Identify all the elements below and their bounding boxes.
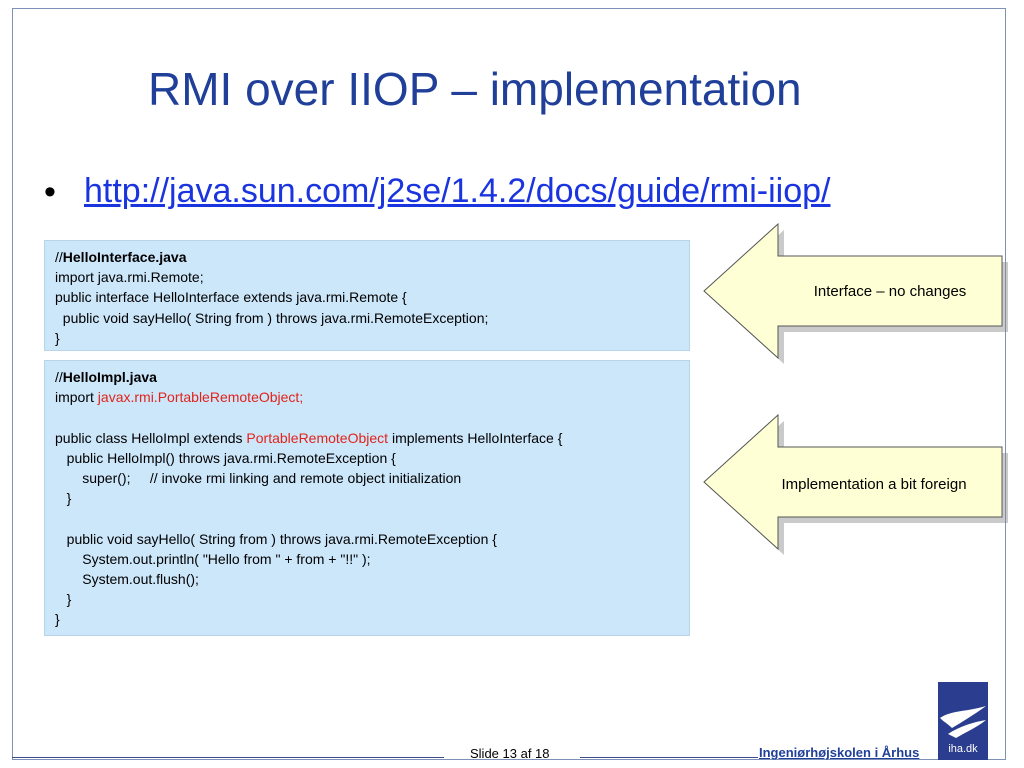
hello-impl-code-block: //HelloImpl.java import javax.rmi.Portab… — [44, 360, 690, 636]
code-line: public interface HelloInterface extends … — [55, 289, 407, 306]
bullet-dot-icon: • — [44, 172, 56, 211]
code-line: public void sayHello( String from ) thro… — [55, 530, 497, 547]
code-line: //HelloImpl.java — [55, 367, 689, 387]
filename-label: HelloInterface.java — [62, 249, 187, 265]
school-name: Ingeniørhøjskolen i Århus — [759, 745, 920, 760]
code-line: } — [55, 591, 72, 608]
import-keyword: import — [55, 389, 98, 406]
implementation-callout-arrow — [703, 413, 1008, 555]
code-line: public HelloImpl() throws java.rmi.Remot… — [55, 449, 396, 466]
comment-prefix: // — [55, 369, 63, 385]
slide-frame — [12, 8, 1006, 760]
interface-callout-arrow — [703, 222, 1008, 364]
code-line: } — [55, 611, 60, 628]
class-decl-prefix: public class HelloImpl extends — [55, 429, 247, 446]
code-line: } — [55, 329, 60, 346]
class-decl-suffix: implements HelloInterface { — [388, 429, 563, 446]
logo-text: iha.dk — [948, 743, 978, 755]
hello-interface-code-block: //HelloInterface.java import java.rmi.Re… — [44, 240, 690, 351]
footer-line-left — [12, 757, 444, 758]
slide-title: RMI over IIOP – implementation — [148, 63, 802, 115]
comment-prefix: // — [55, 249, 63, 265]
code-line: System.out.flush(); — [55, 570, 199, 587]
slide-number: Slide 13 af 18 — [470, 746, 550, 761]
code-line: //HelloInterface.java — [55, 247, 689, 267]
school-logo-icon: iha.dk — [938, 682, 988, 760]
class-decl-highlight: PortableRemoteObject — [246, 429, 389, 446]
blank-line — [55, 508, 689, 528]
code-line: public void sayHello( String from ) thro… — [55, 309, 489, 326]
import-highlight: javax.rmi.PortableRemoteObject; — [97, 389, 304, 406]
code-line: import javax.rmi.PortableRemoteObject; — [55, 387, 689, 407]
bullet-item: • http://java.sun.com/j2se/1.4.2/docs/gu… — [44, 172, 831, 211]
code-line: import java.rmi.Remote; — [55, 269, 204, 286]
blank-line — [55, 407, 689, 427]
code-line: System.out.println( "Hello from " + from… — [55, 550, 371, 567]
code-line: super(); // invoke rmi linking and remot… — [55, 469, 462, 486]
footer-line-right — [580, 757, 758, 758]
rmi-iiop-docs-link[interactable]: http://java.sun.com/j2se/1.4.2/docs/guid… — [84, 172, 831, 210]
filename-label: HelloImpl.java — [62, 369, 157, 385]
interface-callout-label: Interface – no changes — [813, 283, 967, 300]
implementation-callout-label: Implementation a bit foreign — [781, 476, 967, 493]
code-line: public class HelloImpl extends PortableR… — [55, 428, 689, 448]
code-line: } — [55, 490, 72, 507]
